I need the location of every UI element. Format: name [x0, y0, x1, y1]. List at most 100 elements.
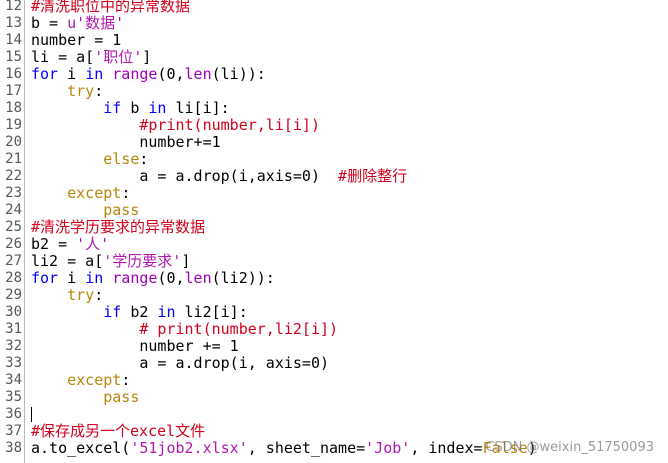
line-number: 26	[5, 236, 22, 252]
code-text[interactable]: number+=1	[31, 134, 220, 151]
code-text[interactable]: li = a['职位']	[31, 49, 151, 66]
code-line[interactable]: 31 # print(number,li2[i])	[0, 321, 668, 338]
code-token: )	[527, 439, 537, 457]
code-line[interactable]: 20 number+=1	[0, 134, 668, 151]
code-line[interactable]: 37#保存成另一个excel文件	[0, 423, 668, 440]
code-token: (li)):	[211, 65, 266, 83]
code-text[interactable]: try:	[31, 287, 103, 304]
code-text[interactable]: if b in li[i]:	[31, 99, 229, 117]
code-token: ]	[142, 48, 152, 66]
code-line[interactable]: 35 pass	[0, 389, 668, 406]
code-token: for	[31, 65, 59, 83]
code-line[interactable]: 29 try:	[0, 287, 668, 304]
code-token: '学历要求'	[103, 252, 182, 270]
code-line[interactable]: 12#清洗职位中的异常数据	[0, 0, 668, 15]
code-line[interactable]: 26 b2 = '人'	[0, 236, 668, 253]
code-token: range	[112, 269, 158, 287]
code-line[interactable]: 32 number += 1	[0, 338, 668, 355]
line-number: 29	[5, 287, 22, 303]
code-line[interactable]: 30 if b2 in li2[i]:	[0, 304, 668, 321]
line-number-gutter	[0, 0, 25, 463]
code-text[interactable]: if b2 in li2[i]:	[31, 304, 248, 321]
code-token	[31, 320, 139, 338]
code-token: except	[67, 184, 122, 202]
code-text[interactable]: b2 = '人'	[31, 236, 109, 253]
code-token: len	[184, 269, 212, 287]
code-token: number = 1	[31, 31, 122, 49]
code-token: 'Job'	[365, 439, 411, 457]
code-text[interactable]: try:	[31, 83, 103, 100]
code-text[interactable]: #保存成另一个excel文件	[31, 423, 205, 440]
code-text[interactable]: for i in range(0,len(li2)):	[31, 270, 275, 287]
code-line[interactable]: 23 except:	[0, 185, 668, 202]
code-text[interactable]: #清洗学历要求的异常数据	[31, 219, 205, 236]
code-line[interactable]: 18 if b in li[i]:	[0, 100, 668, 117]
watermark: CSDN @weixin_51750093	[485, 440, 654, 455]
code-text[interactable]: number += 1	[31, 338, 238, 355]
code-token: try	[67, 286, 95, 304]
code-text[interactable]: b = u'数据'	[31, 15, 124, 32]
code-token: :	[139, 150, 149, 168]
code-token	[31, 99, 103, 117]
code-text[interactable]: else:	[31, 151, 148, 168]
code-token: b2	[121, 303, 158, 321]
code-line[interactable]: 27 li2 = a['学历要求']	[0, 253, 668, 270]
code-token: pass	[103, 201, 140, 219]
code-line[interactable]: 34 except:	[0, 372, 668, 389]
code-text[interactable]: #print(number,li[i])	[31, 117, 320, 134]
code-text[interactable]: # print(number,li2[i])	[31, 321, 338, 338]
code-line[interactable]: 19 #print(number,li[i])	[0, 117, 668, 134]
code-line[interactable]: 22 a = a.drop(i,axis=0) #删除整行	[0, 168, 668, 185]
line-number: 27	[5, 253, 22, 269]
code-token: b2 =	[31, 235, 77, 253]
code-token: b =	[31, 14, 68, 32]
code-token: in	[85, 65, 104, 83]
line-number: 18	[5, 100, 22, 116]
code-line[interactable]: 21 else:	[0, 151, 668, 168]
code-text[interactable]: a = a.drop(i,axis=0) #删除整行	[31, 168, 407, 185]
code-line[interactable]: 17 try:	[0, 83, 668, 100]
code-token: in	[148, 99, 167, 117]
code-text[interactable]: #清洗职位中的异常数据	[31, 0, 190, 15]
code-text[interactable]: li2 = a['学历要求']	[31, 253, 190, 270]
code-line[interactable]: 36	[0, 406, 668, 423]
code-token	[31, 201, 103, 219]
code-text[interactable]: except:	[31, 372, 130, 389]
line-number: 34	[5, 372, 22, 388]
code-text[interactable]: pass	[31, 202, 139, 219]
code-token: if	[103, 303, 122, 321]
code-token: #删除整行	[338, 167, 408, 185]
code-line[interactable]: 25#清洗学历要求的异常数据	[0, 219, 668, 236]
code-token: , sheet_name=	[247, 439, 366, 457]
line-number: 19	[5, 117, 22, 133]
code-token: except	[67, 371, 122, 389]
code-token: in	[157, 303, 176, 321]
code-line[interactable]: 14 number = 1	[0, 32, 668, 49]
code-token: li2 = a[	[31, 252, 104, 270]
code-line[interactable]: 24 pass	[0, 202, 668, 219]
code-text[interactable]: a = a.drop(i, axis=0)	[31, 355, 329, 372]
code-line[interactable]: 33 a = a.drop(i, axis=0)	[0, 355, 668, 372]
code-token: if	[103, 99, 122, 117]
code-text[interactable]: except:	[31, 185, 130, 202]
code-token	[31, 303, 103, 321]
code-token: range	[112, 65, 158, 83]
line-number: 14	[5, 32, 22, 48]
code-token: (0,	[157, 269, 185, 287]
line-number: 17	[5, 83, 22, 99]
code-token: ]	[181, 252, 191, 270]
code-text[interactable]: pass	[31, 389, 139, 406]
code-token: else	[103, 150, 140, 168]
code-token: len	[184, 65, 212, 83]
code-text[interactable]: for i in range(0,len(li)):	[31, 66, 266, 83]
code-text[interactable]: a.to_excel('51job2.xlsx', sheet_name='Jo…	[31, 440, 537, 457]
code-text[interactable]: number = 1	[31, 32, 121, 49]
code-token	[31, 388, 103, 406]
